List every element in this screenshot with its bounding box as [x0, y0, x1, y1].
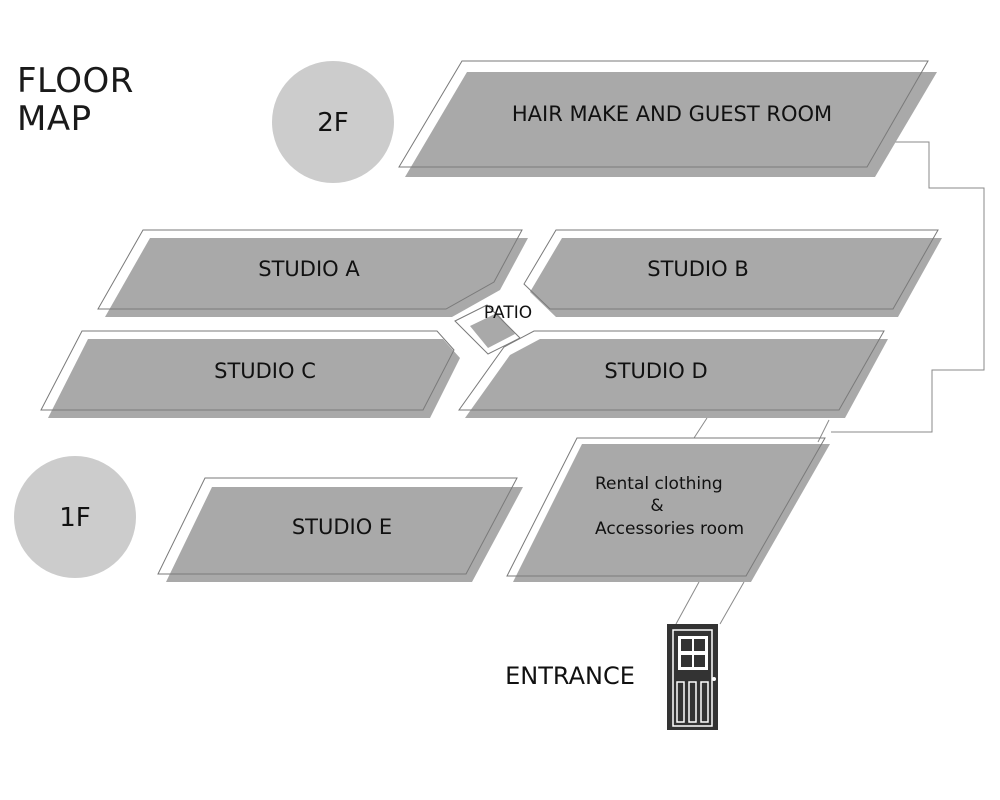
floor-badge-2f: 2F [272, 61, 394, 183]
room-hair-make-guest[interactable]: HAIR MAKE AND GUEST ROOM [398, 60, 937, 177]
room-studio-e-label: STUDIO E [292, 515, 392, 539]
map-title: FLOOR MAP [17, 62, 134, 138]
map-title-line-1: FLOOR [17, 61, 134, 101]
room-studio-e[interactable]: STUDIO E [157, 477, 523, 582]
room-rental-label-line-2: & [650, 496, 663, 516]
door-icon[interactable] [667, 624, 718, 730]
room-studio-b[interactable]: STUDIO B [523, 229, 942, 317]
room-patio-label: PATIO [484, 303, 532, 323]
room-studio-d[interactable]: STUDIO D [458, 330, 888, 418]
floor-badge-1f: 1F [14, 456, 136, 578]
room-studio-c-label: STUDIO C [214, 359, 316, 383]
room-studio-c[interactable]: STUDIO C [40, 330, 460, 418]
floor-badge-1f-label: 1F [59, 503, 91, 533]
room-rental-clothing-accessories[interactable]: Rental clothing & Accessories room [506, 437, 830, 582]
connector-lines [675, 141, 985, 625]
floor-badge-2f-label: 2F [317, 108, 349, 138]
room-patio[interactable]: PATIO [454, 303, 532, 355]
room-hair-make-guest-label: HAIR MAKE AND GUEST ROOM [512, 102, 832, 126]
room-studio-a-label: STUDIO A [258, 257, 360, 281]
room-studio-d-label: STUDIO D [604, 359, 707, 383]
map-title-line-2: MAP [17, 99, 92, 139]
room-rental-label-line-1: Rental clothing [595, 474, 723, 494]
entrance-label: ENTRANCE [505, 662, 635, 690]
room-rental-label-line-3: Accessories room [595, 519, 744, 539]
room-studio-a[interactable]: STUDIO A [97, 229, 528, 317]
room-studio-b-label: STUDIO B [647, 257, 749, 281]
